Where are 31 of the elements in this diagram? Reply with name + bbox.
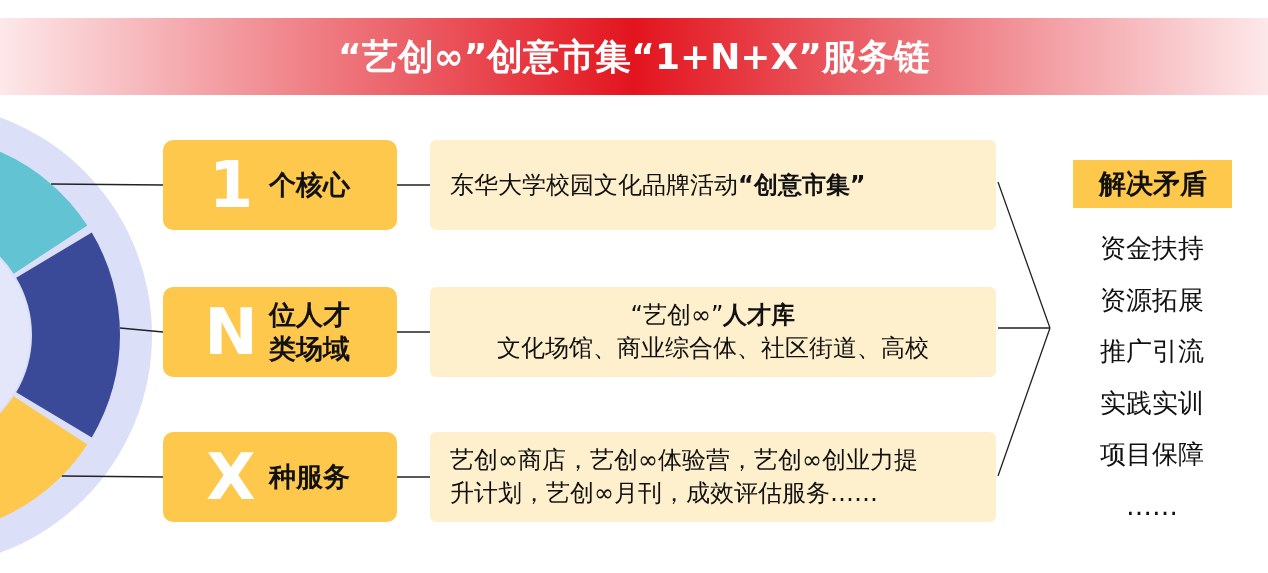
- connector-line: [396, 184, 431, 186]
- list-item: 资金扶持: [1099, 232, 1205, 265]
- connector-line: [396, 476, 431, 478]
- description-text: 东华大学校园文化品牌活动“创意市集”: [450, 169, 867, 201]
- box-label: 位人才类场域: [269, 298, 351, 366]
- connector-line: [50, 183, 164, 186]
- box-label: 种服务: [269, 460, 351, 494]
- list-item: 资源拓展: [1099, 283, 1205, 317]
- connector-line: [61, 475, 164, 478]
- ring-segment: [16, 232, 120, 438]
- list-item: 项目保障: [1099, 438, 1205, 471]
- description-box: [430, 140, 996, 230]
- heading-box: 解决矛盾: [1073, 160, 1232, 208]
- label-box: [163, 140, 397, 230]
- big-letter: 1: [207, 147, 255, 224]
- label-box: [163, 432, 397, 522]
- connector-line: [119, 327, 164, 333]
- description-box: [430, 432, 996, 522]
- big-letter: X: [205, 439, 257, 516]
- big-letter: N: [203, 294, 259, 371]
- description-text: “艺创∞”人才库: [629, 300, 797, 331]
- list-item: ……: [1125, 489, 1179, 523]
- title-text: “艺创∞”创意市集“1+N+X”服务链: [337, 35, 931, 79]
- description-box: [430, 287, 996, 377]
- list-item: 实践实训: [1099, 386, 1205, 420]
- label-box: [163, 287, 397, 377]
- connector-line: [396, 331, 431, 333]
- list-item: 推广引流: [1099, 335, 1205, 368]
- box-label: 个核心: [269, 168, 351, 202]
- description-text: 文化场馆、商业综合体、社区街道、高校: [496, 333, 930, 364]
- description-text: 艺创∞商店，艺创∞体验营，艺创∞创业力提升计划，艺创∞月刊，成效评估服务……: [450, 445, 919, 509]
